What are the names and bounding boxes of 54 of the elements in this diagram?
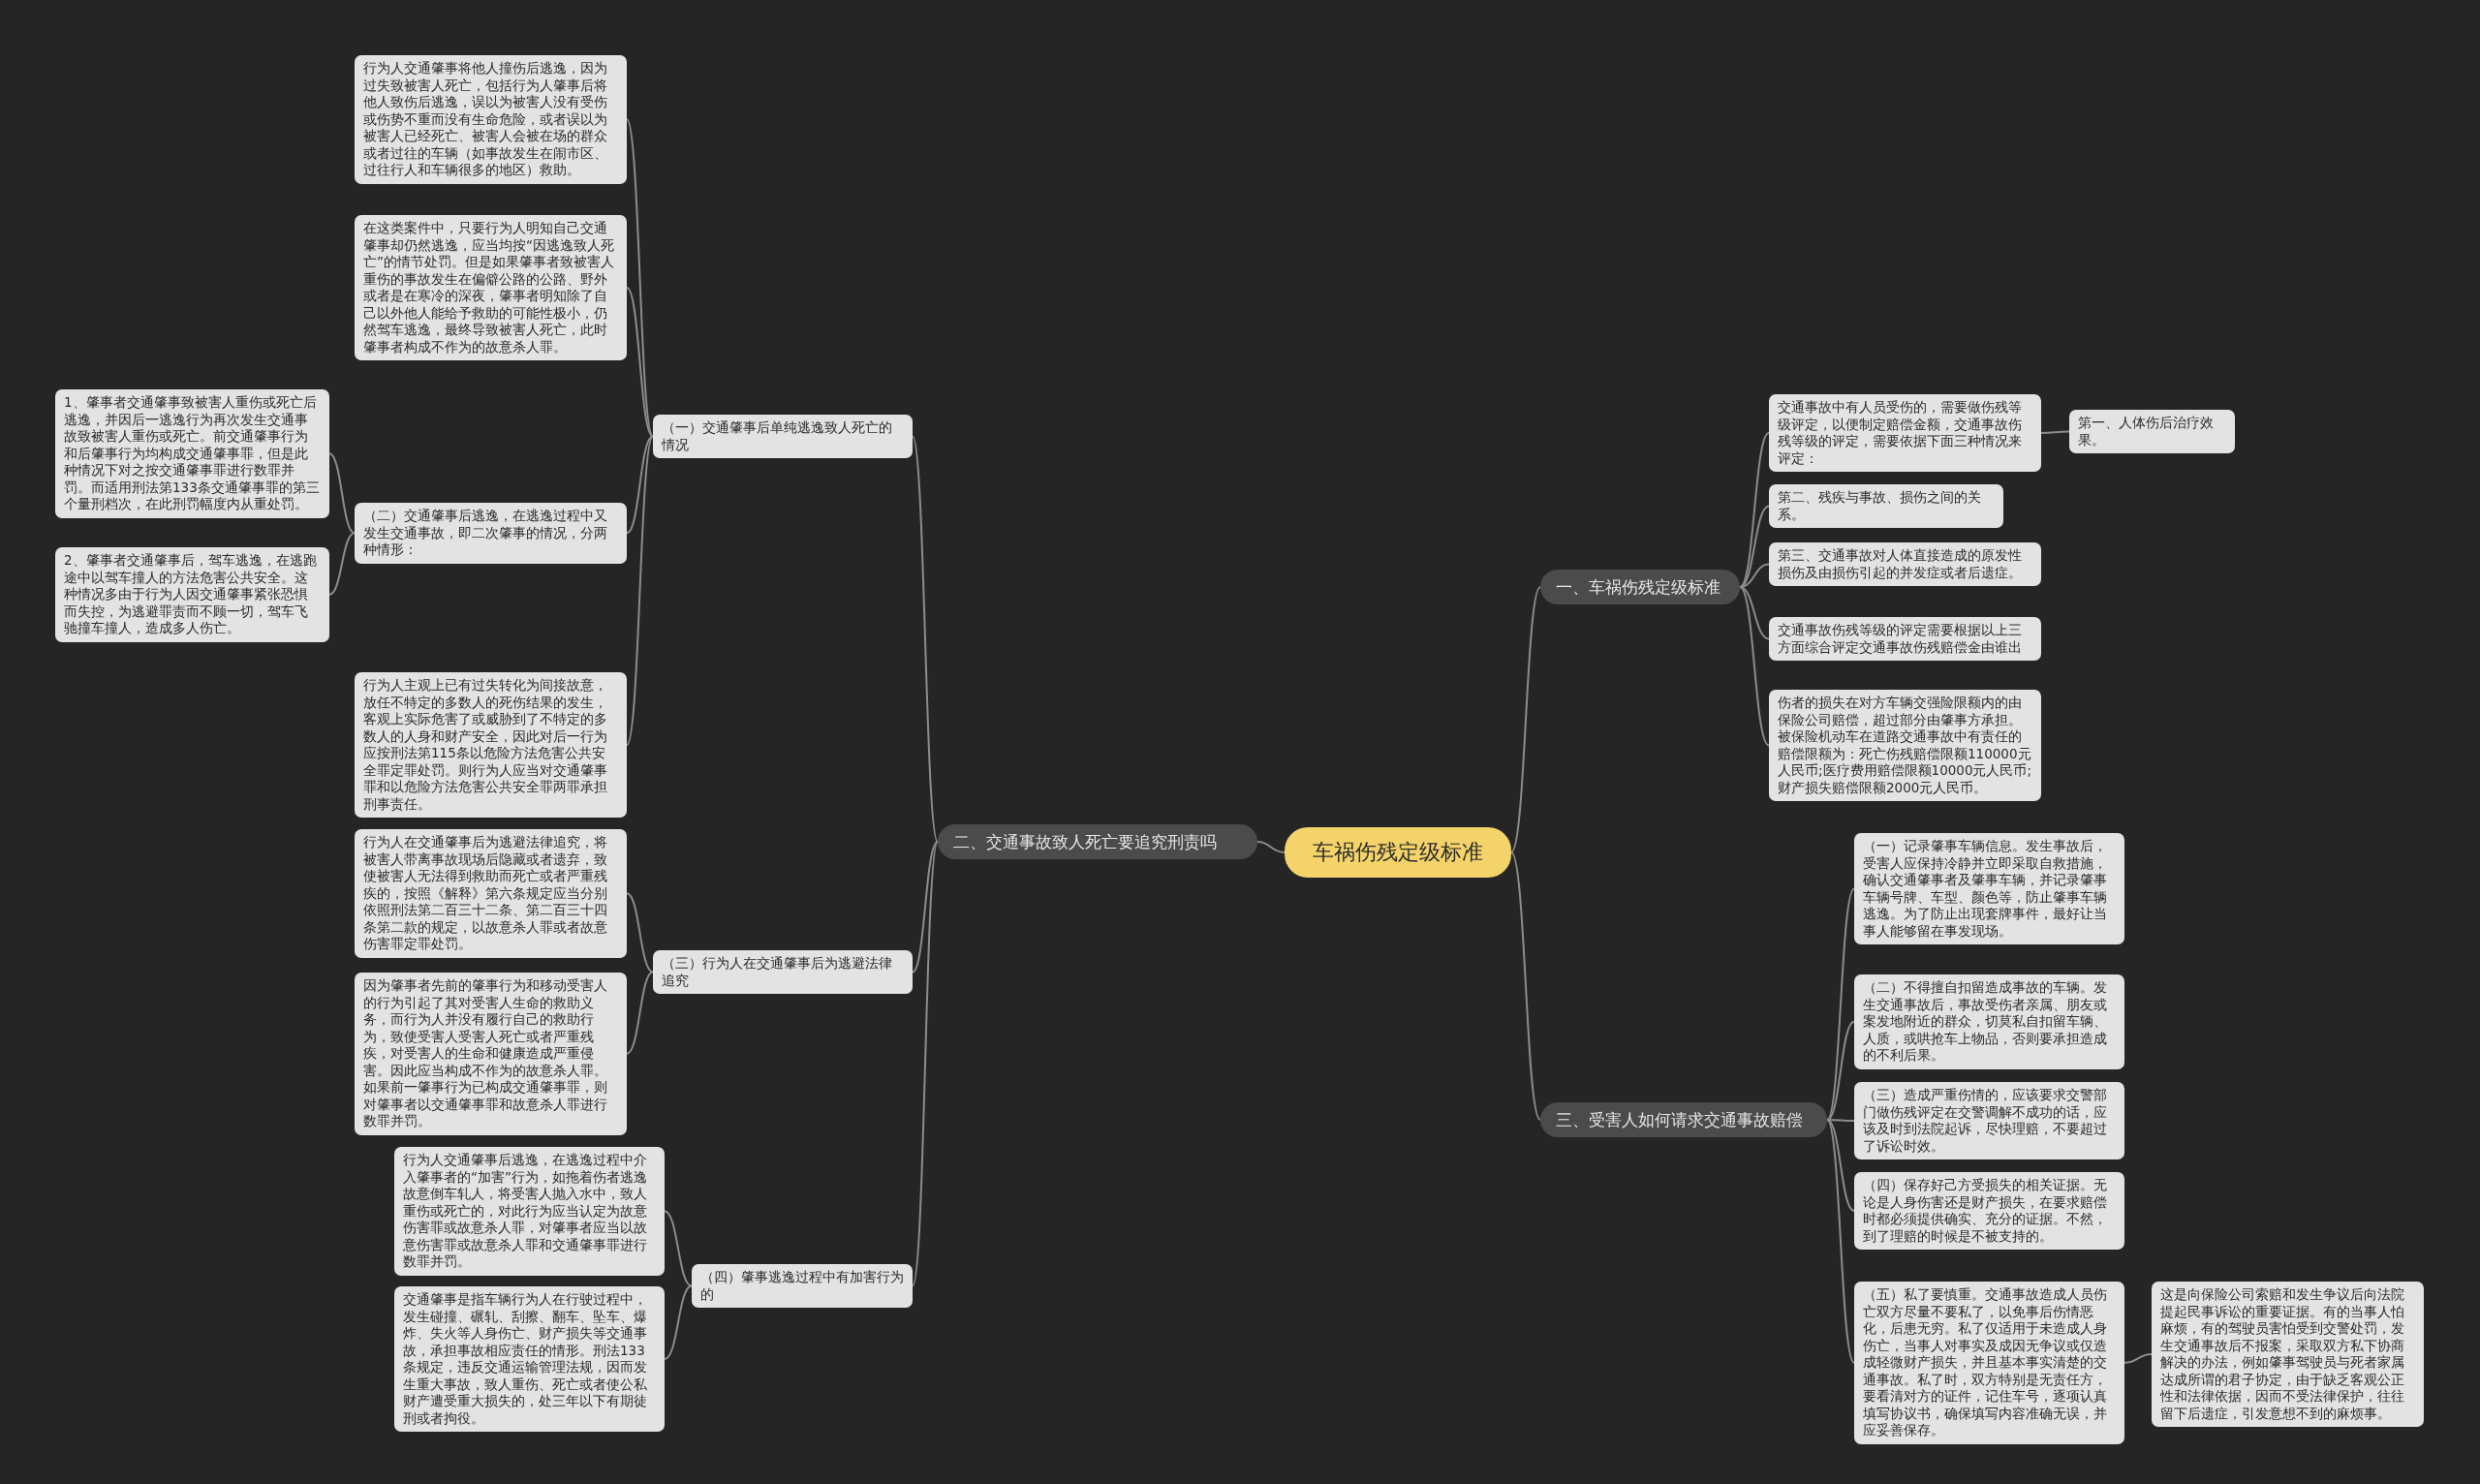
connector-line — [1826, 887, 1855, 1121]
connector-line — [1510, 586, 1541, 853]
topic-card: 这是向保险公司索赔和发生争议后向法院提起民事诉讼的重要证据。有的当事人怕麻烦，有的驾驶员害怕受到交警处罚，发生交通事故后不报案，采取双方私下协商解决的办法，例如肇事驾驶员与死者家属达成所谓的君子协定，由于缺乏客观公正性和法律依据，因而不受法律保护，往往留下后遗症，引发意想不到的麻烦事。 — [2152, 1282, 2424, 1427]
branch-topic: 二、交通事故致人死亡要追究刑责吗 — [938, 824, 1257, 859]
topic-card: 行为人主观上已有过失转化为间接故意，放任不特定的多数人的死伤结果的发生，客观上实际危害了或威胁到了不特定的多数人的人身和财产安全，因此对后一行为应按刑法第115条以危险方法危害公共安全罪定罪处罚。则行为人应当对交通肇事罪和以危险方法危害公共安全罪两罪承担刑事责任。 — [355, 672, 627, 818]
connector-line — [328, 452, 356, 535]
connector-line — [626, 435, 654, 535]
connector-line — [664, 1210, 693, 1287]
connector-line — [1739, 432, 1770, 588]
connector-line — [626, 892, 654, 974]
connector-line — [1826, 1119, 1855, 1212]
connector-line — [1739, 586, 1770, 747]
topic-card: 行为人交通肇事后逃逸，在逃逸过程中介入肇事者的“加害”行为，如拖着伤者逃逸故意倒车轧人，将受害人抛入水中，致人重伤或死亡的，对此行为应当认定为故意伤害罪或故意杀人罪，对肇事者应当以故意伤害罪或故意杀人罪和交通肇事罪进行数罪并罚。 — [394, 1147, 665, 1276]
connector-line — [1256, 841, 1286, 853]
branch-topic: 一、车祸伤残定级标准 — [1540, 570, 1740, 604]
connector-line — [2124, 1353, 2153, 1364]
connector-line — [328, 532, 356, 596]
topic-card: 第二、残疾与事故、损伤之间的关系。 — [1769, 484, 2003, 528]
topic-card: 交通肇事是指车辆行为人在行驶过程中，发生碰撞、碾轧、刮擦、翻车、坠车、爆炸、失火等人身伤亡、财产损失等交通事故，承担事故相应责任的情形。刑法133条规定，违反交通运输管理法规，因而发生重大事故，致人重伤、死亡或者使公私财产遭受重大损失的，处三年以下有期徒刑或者拘役。 — [394, 1286, 665, 1432]
topic-card: 第三、交通事故对人体直接造成的原发性损伤及由损伤引起的并发症或者后遗症。 — [1769, 542, 2041, 586]
topic-card: 交通事故中有人员受伤的，需要做伤残等级评定，以便制定赔偿金额，交通事故伤残等级的评定，需要依据下面三种情况来评定： — [1769, 394, 2041, 472]
topic-card: （二）交通肇事后逃逸，在逃逸过程中又发生交通事故，即二次肇事的情况，分两种情形： — [355, 503, 627, 564]
connector-line — [1826, 1020, 1855, 1121]
connector-line — [664, 1284, 693, 1360]
central-topic: 车祸伤残定级标准 — [1285, 827, 1511, 878]
connector-line — [912, 435, 939, 843]
topic-card: 行为人交通肇事将他人撞伤后逃逸，因为过失致被害人死亡，包括行为人肇事后将他人致伤后逃逸，误以为被害人没有受伤或伤势不重而没有生命危险，或者误以为被害人已经死亡、被害人会被在场的群众或者过往的车辆（如事故发生在闹市区、过往行人和车辆很多的地区）救助。 — [355, 55, 627, 184]
connector-line — [912, 841, 939, 1287]
branch-topic: 三、受害人如何请求交通事故赔偿 — [1540, 1102, 1827, 1137]
connector-line — [912, 841, 939, 974]
topic-card: 伤者的损失在对方车辆交强险限额内的由保险公司赔偿，超过部分由肇事方承担。被保险机动车在道路交通事故中有责任的赔偿限额为：死亡伤残赔偿限额110000元人民币;医疗费用赔偿限额10000元人民币;财产损失赔偿限额2000元人民币。 — [1769, 690, 2041, 801]
topic-card: 交通事故伤残等级的评定需要根据以上三方面综合评定交通事故伤残赔偿金由谁出 — [1769, 617, 2041, 661]
topic-card: 行为人在交通肇事后为逃避法律追究，将被害人带离事故现场后隐藏或者遗弃，致使被害人无法得到救助而死亡或者严重残疾的，按照《解释》第六条规定应当分别依照刑法第二百三十二条、第二百三十四条第二款的规定，以故意杀人罪或者故意伤害罪定罪处罚。 — [355, 829, 627, 958]
topic-card: 第一、人体伤后治疗效果。 — [2069, 410, 2235, 453]
topic-card: 2、肇事者交通肇事后，驾车逃逸，在逃跑途中以驾车撞人的方法危害公共安全。这种情况多由于行为人因交通肇事紧张恐惧而失控，为逃避罪责而不顾一切，驾车飞驰撞车撞人，造成多人伤亡。 — [55, 547, 329, 642]
topic-card: 因为肇事者先前的肇事行为和移动受害人的行为引起了其对受害人生命的救助义务，而行为人并没有履行自己的救助行为，致使受害人受害人死亡或者严重残疾，对受害人的生命和健康造成严重侵害。因此应当构成不作为的故意杀人罪。如果前一肇事行为已构成交通肇事罪，则对肇事者以交通肇事罪和故意杀人罪进行数罪并罚。 — [355, 973, 627, 1135]
connector-line — [2040, 430, 2070, 434]
connector-line — [1739, 505, 1770, 588]
topic-card: （三）造成严重伤情的，应该要求交警部门做伤残评定在交警调解不成功的话，应该及时到法院起诉，尽快理赔，不要超过了诉讼时效。 — [1854, 1082, 2124, 1159]
connector-line — [626, 287, 654, 438]
topic-card: （三）行为人在交通肇事后为逃避法律追究 — [653, 950, 913, 994]
topic-card: （四）肇事逃逸过程中有加害行为的 — [692, 1264, 913, 1308]
topic-card: 在这类案件中，只要行为人明知自己交通肇事却仍然逃逸，应当均按“因逃逸致人死亡”的情节处罚。但是如果肇事者致被害人重伤的事故发生在偏僻公路的公路、野外或者是在寒冷的深夜，肇事者明知除了自己以外他人能给予救助的可能性极小，仍然驾车逃逸，最终导致被害人死亡，此时肇事者构成不作为的故意杀人罪。 — [355, 215, 627, 360]
connector-line — [1510, 851, 1541, 1121]
topic-card: （五）私了要慎重。交通事故造成人员伤亡双方尽量不要私了，以免事后伤情恶化，后患无穷。私了仅适用于未造成人身伤亡，当事人对事实及成因无争议或仅造成轻微财产损失，并且基本事实清楚的交通事故。私了时，双方特别是无责任方，要看清对方的证件，记住车号，逐项认真填写协议书，确保填写内容准确无误，并应妥善保存。 — [1854, 1282, 2124, 1444]
topic-card: （四）保存好己方受损失的相关证据。无论是人身伤害还是财产损失，在要求赔偿时都必须提供确实、充分的证据。不然，到了理赔的时候是不被支持的。 — [1854, 1172, 2124, 1250]
topic-card: （二）不得擅自扣留造成事故的车辆。发生交通事故后，事故受伤者亲属、朋友或案发地附近的群众，切莫私自扣留车辆、人质，或哄抢车上物品，否则要承担造成的不利后果。 — [1854, 974, 2124, 1069]
connector-line — [1826, 1119, 1855, 1122]
connector-line — [1826, 1119, 1855, 1364]
connector-line — [626, 435, 654, 746]
connector-line — [626, 971, 654, 1055]
topic-card: （一）记录肇事车辆信息。发生事故后，受害人应保持冷静并立即采取自救措施，确认交通肇事者及肇事车辆，并记录肇事车辆号牌、车型、颜色等，防止肇事车辆逃逸。为了防止出现套牌事件，最好让当事人能够留在事发现场。 — [1854, 833, 2124, 944]
topic-card: （一）交通肇事后单纯逃逸致人死亡的情况 — [653, 415, 913, 458]
topic-card: 1、肇事者交通肇事致被害人重伤或死亡后逃逸，并因后一逃逸行为再次发生交通事故致被害人重伤或死亡。前交通肇事行为和后肇事行为均构成交通肇事罪，但是此种情况下对之按交通肇事罪进行数罪并罚。而适用刑法第133条交通肇事罪的第三个量刑档次，在此刑罚幅度内从重处罚。 — [55, 389, 329, 518]
